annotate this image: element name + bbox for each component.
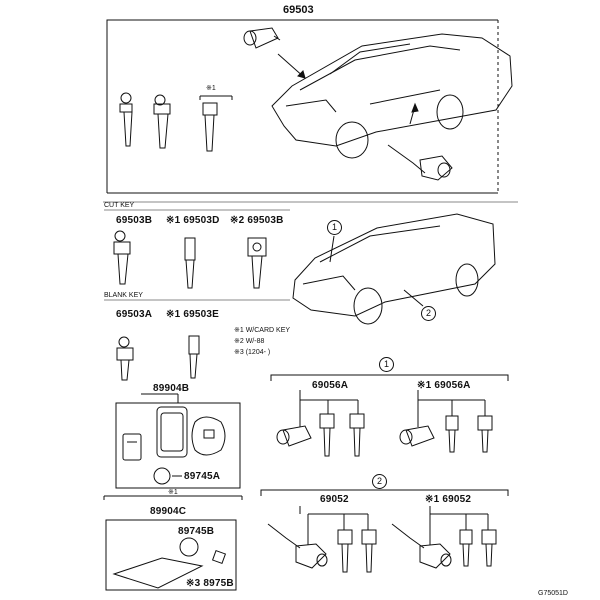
fob-cover — [191, 416, 226, 456]
door-lock-b — [391, 523, 452, 569]
group-1-bracket — [270, 374, 509, 381]
battery-a — [153, 467, 171, 485]
key-a1 — [319, 413, 335, 457]
top-cylinder — [243, 27, 281, 49]
cylinder-a — [276, 425, 312, 447]
part-69503d-label: ※1 69503D — [166, 215, 220, 226]
blank-key-header: BLANK KEY — [104, 292, 143, 299]
top-frame — [106, 19, 498, 193]
part-89745a-label: 89745A — [184, 471, 221, 482]
fob-front — [156, 406, 188, 458]
part-69503-label: 69503 — [283, 4, 314, 16]
card-key — [112, 557, 204, 589]
part-89904c-label: 89904C — [150, 506, 187, 517]
note-3: ※3 (1204- ) — [234, 349, 271, 356]
cut-key-2 — [184, 237, 196, 289]
top-key-3 — [202, 102, 218, 152]
key-c1 — [337, 529, 353, 573]
top-door-lock — [387, 144, 453, 181]
cut-key-3 — [247, 237, 267, 289]
middle-car — [292, 213, 496, 325]
part-8975b-label: ※3 8975B — [186, 578, 234, 589]
note-2: ※2 W/-88 — [234, 338, 265, 345]
key-c2 — [361, 529, 377, 573]
part-69503e-label: ※1 69503E — [166, 309, 219, 320]
part-69503b2-label: ※2 69503B — [230, 215, 284, 226]
door-lock-a — [267, 523, 328, 569]
part-69056a2-label: ※1 69056A — [417, 380, 471, 391]
cylinder-b — [399, 425, 435, 447]
group-2-bracket — [260, 489, 509, 496]
blank-key-1 — [116, 336, 134, 381]
figure-code: G75051D — [538, 590, 568, 597]
part-89904b-label: 89904B — [153, 383, 190, 394]
callout-1-car: 1 — [327, 220, 342, 235]
key-d1 — [459, 529, 473, 567]
key-b1 — [445, 415, 459, 453]
fob-side — [122, 433, 142, 461]
key-d2 — [481, 529, 497, 567]
top-key-2 — [153, 94, 171, 149]
top-key-1 — [119, 92, 133, 147]
cut-key-header: CUT KEY — [104, 202, 135, 209]
key-a2 — [349, 413, 365, 457]
top-car — [271, 33, 513, 159]
blank-key-2 — [188, 335, 200, 379]
note-1: ※1 W/CARD KEY — [234, 327, 291, 334]
part-89745b-label: 89745B — [178, 526, 215, 537]
part-69503a-label: 69503A — [116, 309, 153, 320]
note-mark-top: ※1 — [206, 85, 216, 92]
cut-key-1 — [113, 230, 131, 285]
part-69056a-label: 69056A — [312, 380, 349, 391]
battery-b — [179, 537, 199, 557]
note-mark-c: ※1 — [168, 489, 178, 496]
group-2-callout: 2 — [372, 474, 387, 489]
group-1-callout: 1 — [379, 357, 394, 372]
part-69503b-label: 69503B — [116, 215, 153, 226]
callout-2-car: 2 — [421, 306, 436, 321]
key-b2 — [477, 415, 493, 453]
part-69052-label: 69052 — [320, 494, 349, 505]
part-69052b-label: ※1 69052 — [425, 494, 472, 505]
